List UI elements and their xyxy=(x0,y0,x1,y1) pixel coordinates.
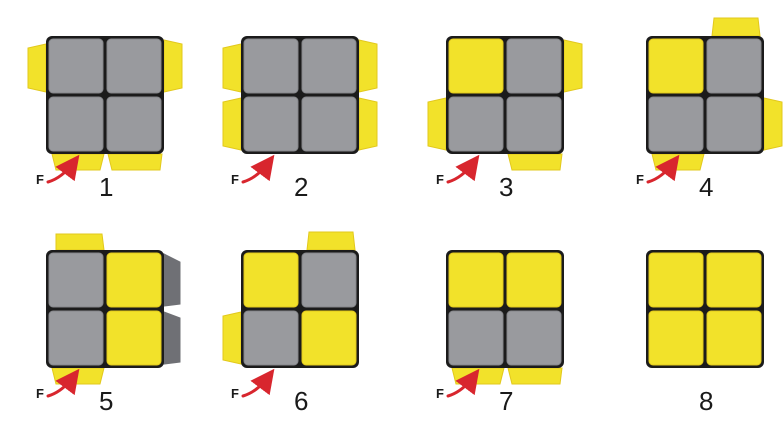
front-marker-label: F xyxy=(636,172,644,187)
front-marker-label: F xyxy=(231,386,239,401)
face-cell-gray xyxy=(507,97,561,151)
side-sticker-bottom-left xyxy=(52,368,104,384)
step-8: 8 xyxy=(646,250,764,416)
side-sticker-right-top xyxy=(359,40,377,92)
side-sticker-top-right xyxy=(307,232,355,250)
side-sticker-bottom-left xyxy=(652,154,704,170)
side-sticker-top-right xyxy=(712,18,760,36)
face-cell-gray xyxy=(49,39,103,93)
side-sticker-left-bottom xyxy=(428,98,446,150)
face-cell-yellow xyxy=(649,311,703,365)
side-sticker-top-left xyxy=(56,234,104,250)
side-sticker-left-top xyxy=(223,44,241,92)
face-cell-yellow xyxy=(507,253,561,307)
face-cell-gray xyxy=(107,97,161,151)
face-cell-yellow xyxy=(302,311,356,365)
step-number: 8 xyxy=(699,386,713,416)
face-cell-yellow xyxy=(707,253,761,307)
face-cell-yellow xyxy=(449,253,503,307)
face-cell-gray xyxy=(49,311,103,365)
face-cell-gray xyxy=(49,253,103,307)
face-cell-yellow xyxy=(107,253,161,307)
front-marker-label: F xyxy=(436,386,444,401)
side-sticker-bottom-right xyxy=(508,154,562,170)
side-sticker-right-top-shade xyxy=(164,254,180,306)
face-cell-yellow xyxy=(649,39,703,93)
side-sticker-left-top xyxy=(28,44,46,92)
face-cell-yellow xyxy=(707,311,761,365)
front-arrow-icon xyxy=(243,162,269,182)
face-cell-gray xyxy=(449,97,503,151)
front-marker-label: F xyxy=(231,172,239,187)
side-sticker-right-bottom xyxy=(764,98,782,150)
step-number: 2 xyxy=(294,172,308,202)
face-cell-gray xyxy=(244,97,298,151)
face-cell-gray xyxy=(244,39,298,93)
front-marker-label: F xyxy=(36,172,44,187)
side-sticker-bottom-right xyxy=(508,368,562,384)
side-sticker-left-bottom xyxy=(223,98,241,150)
face-cell-gray xyxy=(649,97,703,151)
step-number: 3 xyxy=(499,172,513,202)
face-cell-gray xyxy=(302,97,356,151)
side-sticker-right-top xyxy=(564,40,582,92)
face-cell-gray xyxy=(49,97,103,151)
step-number: 1 xyxy=(99,172,113,202)
face-cell-yellow xyxy=(449,39,503,93)
face-cell-yellow xyxy=(107,311,161,365)
face-cell-gray xyxy=(107,39,161,93)
face-cell-gray xyxy=(302,39,356,93)
face-cell-gray xyxy=(302,253,356,307)
side-sticker-right-bottom xyxy=(359,98,377,150)
face-cell-gray xyxy=(707,97,761,151)
side-sticker-bottom-left xyxy=(52,154,104,170)
face-cell-yellow xyxy=(649,253,703,307)
front-marker-label: F xyxy=(36,386,44,401)
side-sticker-bottom-left xyxy=(452,368,504,384)
front-arrow-icon xyxy=(243,376,269,396)
step-number: 4 xyxy=(699,172,713,202)
face-cell-gray xyxy=(707,39,761,93)
side-sticker-right-top xyxy=(164,40,182,92)
face-cell-yellow xyxy=(244,253,298,307)
step-number: 7 xyxy=(499,386,513,416)
side-sticker-bottom-right xyxy=(108,154,162,170)
step-number: 5 xyxy=(99,386,113,416)
face-cell-gray xyxy=(507,311,561,365)
side-sticker-left-bottom xyxy=(223,312,241,364)
face-cell-gray xyxy=(449,311,503,365)
front-arrow-icon xyxy=(448,162,474,182)
face-cell-gray xyxy=(244,311,298,365)
face-cell-gray xyxy=(507,39,561,93)
step-number: 6 xyxy=(294,386,308,416)
front-marker-label: F xyxy=(436,172,444,187)
side-sticker-right-bottom-shade xyxy=(164,312,180,364)
